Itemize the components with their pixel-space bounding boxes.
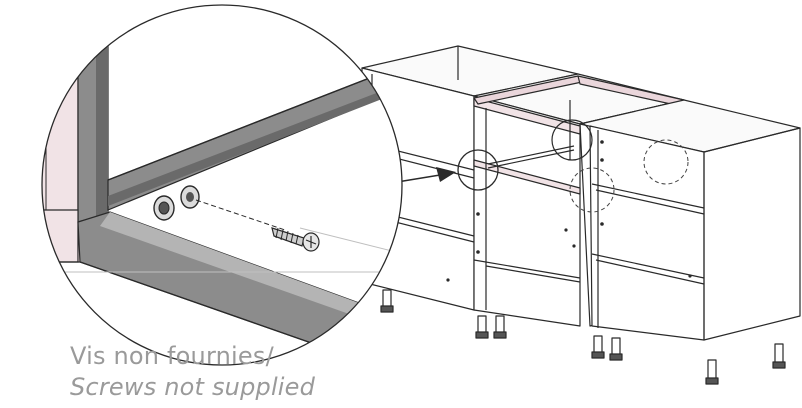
detail-marker-top-circle [551,119,593,161]
cabinet-row [361,45,801,385]
cabinet-middle [473,73,685,327]
caption-screws-fr: Vis non fournies/ [70,342,274,370]
cabinet-legs [380,289,786,385]
cabinet-right [579,99,801,341]
caption-screws-en: Screws not supplied [70,373,316,401]
hole-marker-icon [569,139,689,213]
screw-icon [271,227,320,252]
detail-marker-circle [457,149,499,191]
